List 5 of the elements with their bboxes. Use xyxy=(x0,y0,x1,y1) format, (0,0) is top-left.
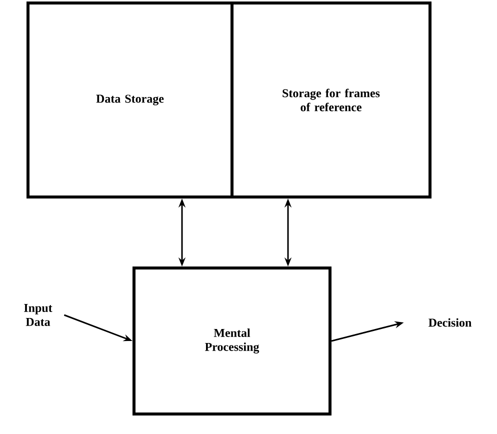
process-box: Storage for frames of reference xyxy=(230,2,432,198)
process-box: Data Storage xyxy=(26,2,234,198)
process-box: Mental Processing xyxy=(132,266,332,416)
text-label: Input Data xyxy=(24,304,52,326)
text-label: Decision xyxy=(428,318,472,327)
